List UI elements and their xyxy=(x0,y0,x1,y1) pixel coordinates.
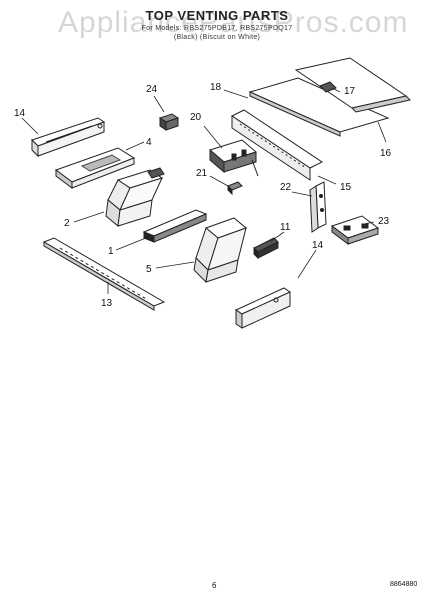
part-14-bracket-right[interactable] xyxy=(234,287,292,329)
callout-17: 17 xyxy=(344,86,356,97)
document-code: 8864880 xyxy=(390,581,418,588)
page-number: 6 xyxy=(212,581,217,590)
callout-22: 22 xyxy=(280,182,292,193)
watermark: AppliancePartsPros.com xyxy=(58,6,409,39)
callout-labels: 14 4 24 2 1 13 5 20 21 11 18 17 16 15 22… xyxy=(14,82,392,309)
callout-21: 21 xyxy=(196,168,208,179)
callout-18: 18 xyxy=(210,82,222,93)
callout-11: 11 xyxy=(280,222,291,233)
callout-14b: 14 xyxy=(312,240,324,251)
part-20-switch-block[interactable] xyxy=(208,139,259,177)
part-17-clip[interactable] xyxy=(319,81,337,93)
part-22-bracket[interactable] xyxy=(309,181,327,233)
callout-1: 1 xyxy=(108,246,114,257)
part-4-tray[interactable] xyxy=(54,147,136,189)
callout-15: 15 xyxy=(340,182,352,193)
part-21-fuse[interactable] xyxy=(227,181,243,196)
part-13-strip[interactable] xyxy=(42,237,166,311)
part-1-rail[interactable] xyxy=(142,209,208,243)
leader-lines xyxy=(21,87,387,294)
callout-23: 23 xyxy=(378,216,390,227)
callout-20: 20 xyxy=(190,112,202,123)
callout-14a: 14 xyxy=(14,108,26,119)
part-11-connector[interactable] xyxy=(253,237,279,260)
callout-16: 16 xyxy=(380,148,392,159)
callout-5: 5 xyxy=(146,264,152,275)
callout-2: 2 xyxy=(64,218,70,229)
part-2-damper-housing[interactable] xyxy=(105,167,165,227)
callout-4: 4 xyxy=(146,137,152,148)
part-24-knob[interactable] xyxy=(158,113,180,131)
color-line: (Black) (Biscuit on White) xyxy=(173,34,261,41)
model-line: For Models: RBS275PDB17, RBS275PDQ17 xyxy=(141,25,293,32)
part-5-vent-box[interactable] xyxy=(193,217,247,284)
diagram-header: TOP VENTING PARTS For Models: RBS275PDB1… xyxy=(0,8,434,41)
part-14-bracket-left[interactable] xyxy=(31,117,106,158)
callout-24: 24 xyxy=(146,84,158,95)
part-16-cover[interactable] xyxy=(294,57,411,113)
part-23-latch[interactable] xyxy=(330,215,380,245)
callout-13: 13 xyxy=(101,298,113,309)
diagram-title: TOP VENTING PARTS xyxy=(145,8,289,23)
part-18-top-plate[interactable] xyxy=(248,77,390,137)
part-15-vent-frame[interactable] xyxy=(231,109,323,181)
